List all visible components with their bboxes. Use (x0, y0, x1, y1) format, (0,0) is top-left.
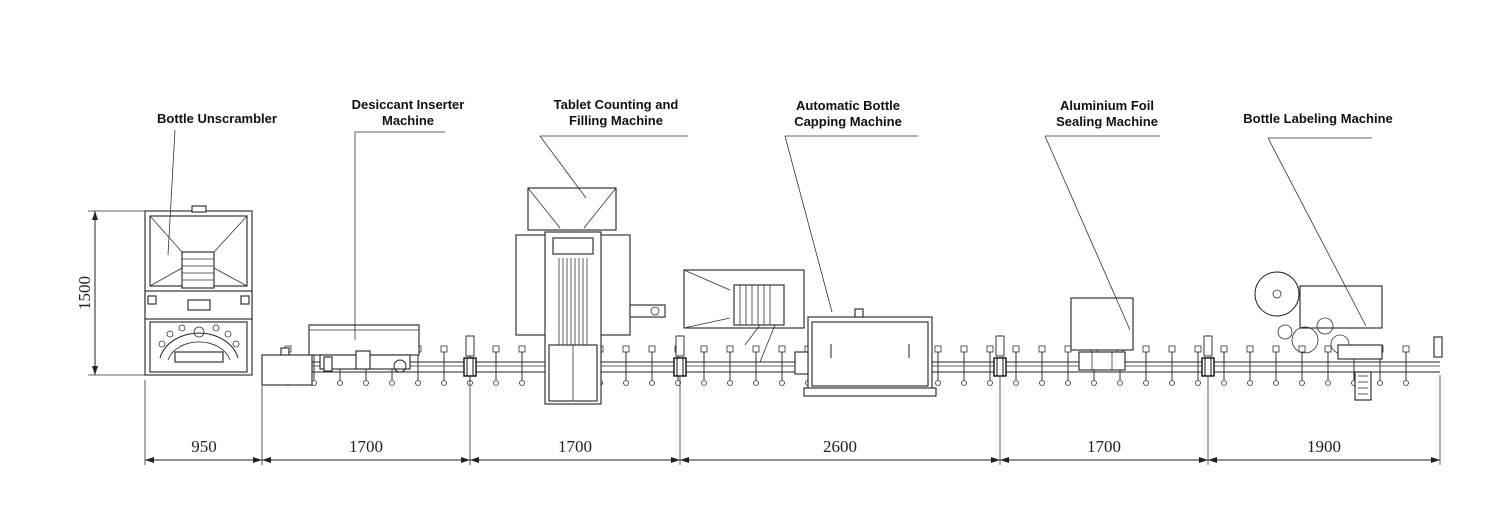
label-capping-machine: Automatic Bottle Capping Machine (768, 98, 928, 130)
guide-post (1142, 345, 1150, 386)
label-desiccant-line1: Desiccant Inserter (351, 97, 465, 112)
guide-post (1012, 345, 1020, 386)
guide-post (986, 345, 994, 386)
height-dimension-value: 1500 (75, 276, 94, 310)
guide-post (1038, 345, 1046, 386)
width-dimension-unscrambler: 950 (191, 437, 217, 456)
label-counting-line2: Filling Machine (569, 113, 663, 128)
guide-post (726, 345, 734, 386)
bottle-unscrambler-drawing (144, 205, 253, 376)
guide-post (700, 345, 708, 386)
guide-post (440, 345, 448, 386)
desiccant-inserter-drawing (308, 324, 420, 373)
label-tablet-counting: Tablet Counting and Filling Machine (526, 97, 706, 129)
label-capping-line1: Automatic Bottle (796, 98, 900, 113)
roller-joint (1201, 335, 1215, 377)
guide-post (1272, 345, 1280, 386)
width-dimension-desiccant: 1700 (349, 437, 383, 456)
label-bottle-unscrambler: Bottle Unscrambler (137, 111, 297, 127)
capping-machine-drawing (683, 269, 937, 397)
guide-post (1402, 345, 1410, 386)
width-dimension-capping: 2600 (823, 437, 857, 456)
label-sealing-line2: Sealing Machine (1056, 114, 1158, 129)
label-counting-line1: Tablet Counting and (553, 97, 679, 112)
label-foil-sealing: Aluminium Foil Sealing Machine (1027, 98, 1187, 130)
label-bottle-labeling-text: Bottle Labeling Machine (1243, 111, 1393, 126)
guide-post (1220, 345, 1228, 386)
roller-joint (993, 335, 1007, 377)
width-dimension-labeling: 1900 (1307, 437, 1341, 456)
label-bottle-unscrambler-text: Bottle Unscrambler (157, 111, 277, 126)
guide-post (752, 345, 760, 386)
foil-sealing-drawing (1070, 297, 1134, 371)
width-dimension-counting: 1700 (558, 437, 592, 456)
width-dimension-sealing: 1700 (1087, 437, 1121, 456)
height-dimension (88, 210, 145, 376)
tablet-counting-drawing (515, 187, 666, 405)
guide-post (934, 345, 942, 386)
label-desiccant-inserter: Desiccant Inserter Machine (328, 97, 488, 129)
guide-post (518, 345, 526, 386)
guide-post (648, 345, 656, 386)
guide-post (492, 345, 500, 386)
width-dimension-chain (144, 375, 1441, 465)
guide-post (778, 345, 786, 386)
guide-post (1298, 345, 1306, 386)
label-bottle-labeling: Bottle Labeling Machine (1228, 111, 1408, 127)
leader-lines (167, 129, 1372, 340)
guide-post (1324, 345, 1332, 386)
label-capping-line2: Capping Machine (794, 114, 902, 129)
feed-box-drawing (261, 347, 313, 386)
guide-post (1194, 345, 1202, 386)
label-sealing-line1: Aluminium Foil (1060, 98, 1154, 113)
roller-joint (673, 335, 687, 377)
label-desiccant-line2: Machine (381, 113, 434, 128)
guide-post (960, 345, 968, 386)
guide-post (1246, 345, 1254, 386)
guide-post (622, 345, 630, 386)
labeling-machine-drawing (1254, 271, 1383, 401)
guide-post (1168, 345, 1176, 386)
roller-joint (463, 335, 477, 377)
